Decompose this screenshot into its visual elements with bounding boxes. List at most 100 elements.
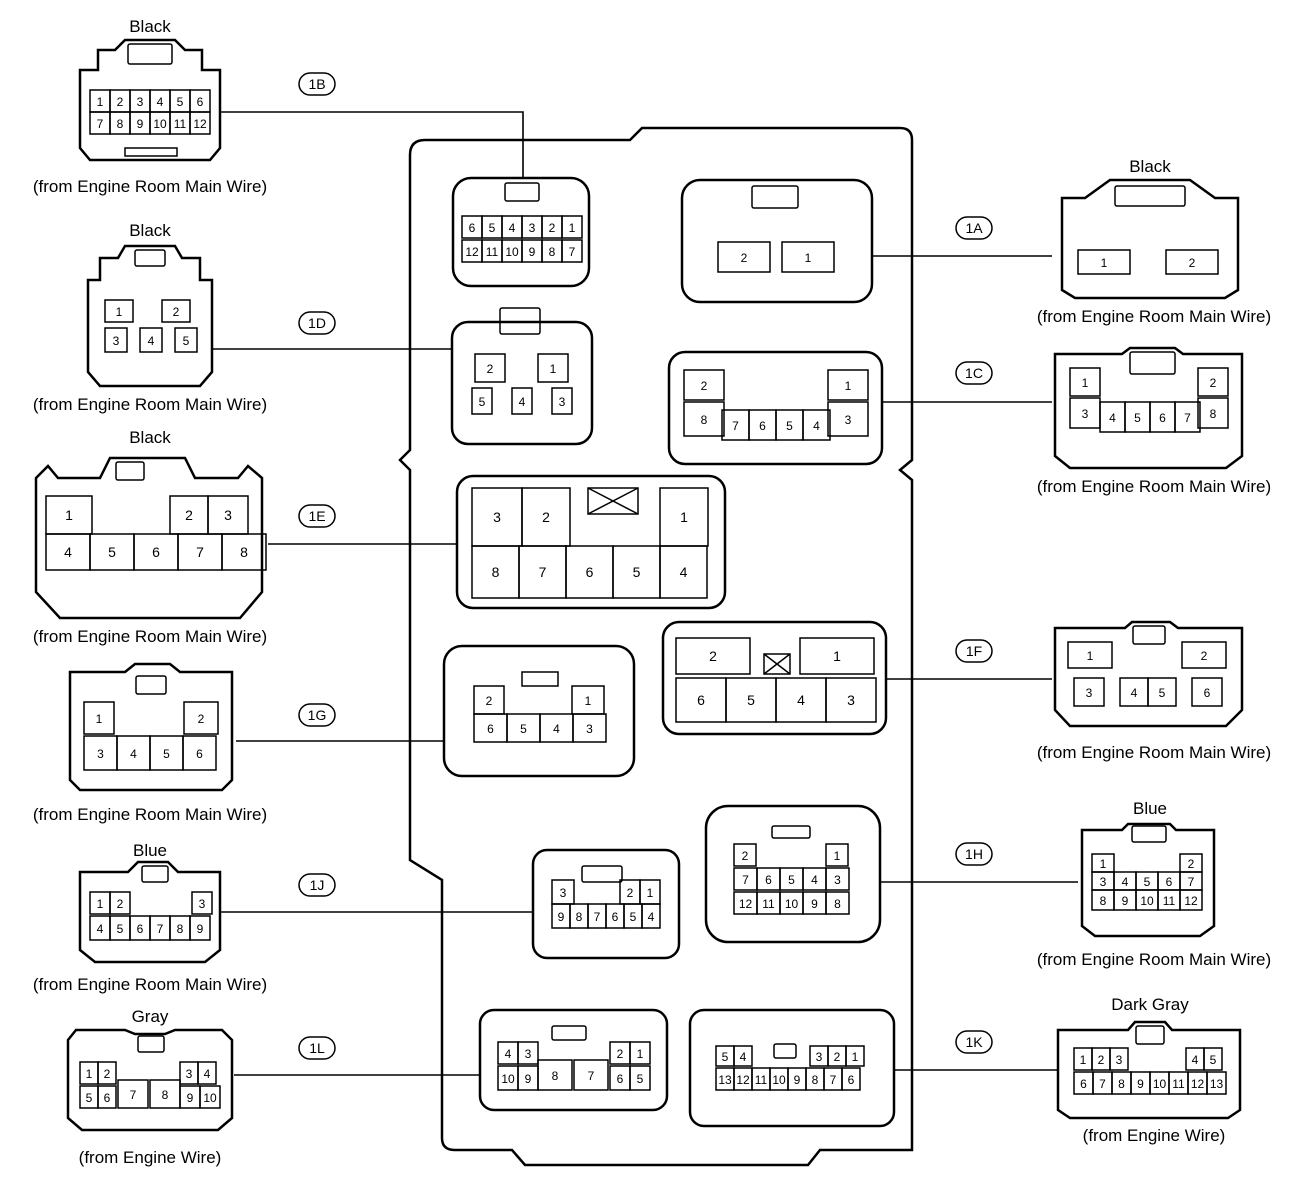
svg-text:4: 4	[505, 1047, 512, 1061]
pin-1L-plug-10: 10	[199, 1085, 221, 1109]
tag-1H: 1H	[955, 842, 993, 866]
svg-text:8: 8	[177, 922, 184, 936]
tag-1G: 1G	[298, 703, 336, 727]
svg-text:10: 10	[1153, 1077, 1167, 1091]
svg-text:1: 1	[1080, 1053, 1087, 1067]
svg-text:6: 6	[617, 1072, 624, 1086]
svg-text:7: 7	[742, 873, 749, 887]
svg-text:13: 13	[1210, 1077, 1224, 1091]
svg-text:1J: 1J	[310, 877, 325, 893]
pin-1A-sock-1: 1	[781, 241, 835, 273]
pin-1J-plug-2: 2	[109, 891, 131, 915]
svg-text:6: 6	[469, 221, 476, 235]
svg-text:5: 5	[722, 1050, 729, 1064]
source-1J: (from Engine Room Main Wire)	[33, 975, 267, 994]
svg-text:1: 1	[647, 886, 654, 900]
svg-text:3: 3	[1086, 686, 1093, 700]
svg-text:11: 11	[755, 1073, 768, 1087]
svg-text:2: 2	[1188, 857, 1195, 871]
svg-text:4: 4	[204, 1067, 211, 1081]
svg-text:7: 7	[196, 544, 204, 560]
color-1D: Black	[129, 221, 171, 240]
pin-1B-sock-1: 1	[561, 215, 583, 239]
svg-text:11: 11	[1172, 1077, 1185, 1091]
pin-1G-plug-1: 1	[83, 701, 115, 735]
svg-text:1G: 1G	[308, 707, 327, 723]
svg-text:6: 6	[196, 747, 203, 761]
svg-text:9: 9	[811, 897, 818, 911]
svg-text:3: 3	[113, 334, 120, 348]
plug-body-1D-tab	[134, 249, 166, 267]
socket-body-1A-latch	[751, 185, 799, 209]
svg-text:3: 3	[1116, 1053, 1123, 1067]
svg-text:6: 6	[104, 1091, 111, 1105]
svg-text:2: 2	[486, 694, 493, 708]
svg-text:2: 2	[741, 251, 748, 265]
pin-1C-plug-8: 8	[1197, 397, 1229, 429]
pin-1F-plug-1: 1	[1067, 641, 1113, 669]
socket-body-1G-latch	[521, 671, 559, 687]
svg-text:1: 1	[833, 648, 841, 664]
svg-text:4: 4	[648, 910, 655, 924]
svg-text:5: 5	[163, 747, 170, 761]
svg-text:8: 8	[701, 413, 708, 427]
svg-text:4: 4	[680, 564, 688, 580]
svg-text:12: 12	[739, 897, 753, 911]
svg-text:10: 10	[505, 245, 519, 259]
svg-text:1B: 1B	[308, 76, 325, 92]
svg-text:6: 6	[1159, 411, 1166, 425]
pin-1D-sock-4: 4	[511, 387, 533, 415]
svg-text:2: 2	[487, 362, 494, 376]
svg-text:3: 3	[834, 873, 841, 887]
svg-text:6: 6	[137, 922, 144, 936]
connector-labels: Black (from Engine Room Main Wire) Black…	[33, 17, 1271, 1167]
pin-1B-sock-7: 7	[561, 239, 583, 263]
svg-text:2: 2	[1098, 1053, 1105, 1067]
svg-text:2: 2	[701, 379, 708, 393]
tag-1E: 1E	[298, 504, 336, 528]
svg-text:2: 2	[185, 507, 193, 523]
svg-text:3: 3	[586, 722, 593, 736]
pin-1F-sock-2: 2	[675, 637, 751, 675]
plug-body-1C	[1053, 346, 1244, 470]
pin-1F-sock-1: 1	[799, 637, 875, 675]
svg-text:5: 5	[1144, 875, 1151, 889]
plug-body-1B-foot	[124, 147, 178, 157]
pin-1G-plug-6: 6	[182, 735, 217, 771]
pin-1L-sock-1: 1	[629, 1041, 651, 1065]
pin-1D-sock-5: 5	[471, 387, 493, 415]
socket-body-1D-latch	[499, 307, 541, 335]
pin-1C-sock-2: 2	[683, 369, 725, 401]
socket-body-1E	[455, 474, 727, 610]
svg-text:6: 6	[1204, 686, 1211, 700]
pin-1G-plug-2: 2	[183, 701, 219, 735]
tag-1F: 1F	[955, 639, 993, 663]
svg-text:6: 6	[1080, 1077, 1087, 1091]
svg-text:3: 3	[1100, 875, 1107, 889]
source-1L: (from Engine Wire)	[79, 1148, 222, 1167]
svg-text:4: 4	[811, 873, 818, 887]
svg-text:4: 4	[813, 419, 820, 433]
svg-text:5: 5	[747, 692, 755, 708]
pin-1F-plug-5: 5	[1147, 677, 1177, 707]
svg-text:1E: 1E	[308, 508, 325, 524]
svg-text:5: 5	[117, 922, 124, 936]
pin-1C-sock-4: 4	[802, 409, 831, 441]
pin-1E-sock-4: 4	[659, 545, 708, 599]
socket-body-1H-latch	[771, 825, 811, 839]
pin-1D-plug-4: 4	[139, 327, 163, 353]
socket-body-1G	[442, 644, 636, 778]
plug-body-1B-tab	[127, 43, 173, 65]
svg-text:5: 5	[108, 544, 116, 560]
tag-1J: 1J	[298, 873, 336, 897]
pin-1F-plug-6: 6	[1191, 677, 1223, 707]
tag-1B: 1B	[298, 72, 336, 96]
svg-text:5: 5	[633, 564, 641, 580]
svg-text:8: 8	[549, 245, 556, 259]
pin-1C-plug-7: 7	[1174, 401, 1201, 433]
svg-text:7: 7	[1099, 1077, 1106, 1091]
tag-1A: 1A	[955, 216, 993, 240]
svg-text:7: 7	[588, 1069, 595, 1083]
tag-1D: 1D	[298, 311, 336, 335]
svg-text:3: 3	[816, 1050, 823, 1064]
